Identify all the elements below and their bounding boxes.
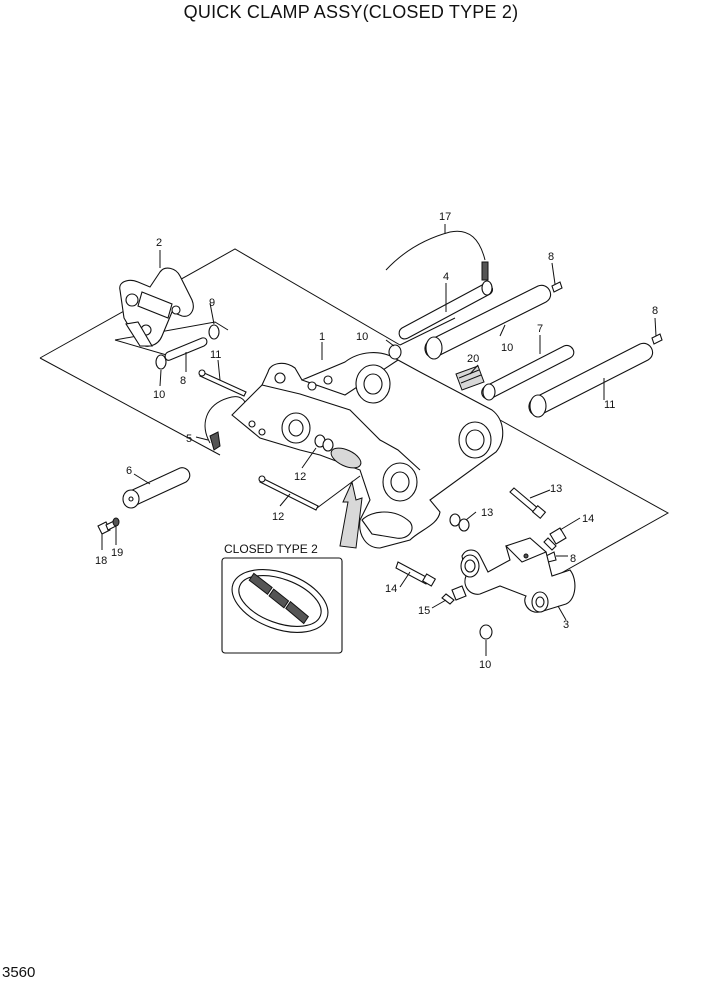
inset-label: CLOSED TYPE 2 (224, 542, 318, 556)
callout-19: 19 (111, 547, 123, 559)
part-14-fitting-a (509, 487, 547, 520)
callout-10-b: 10 (153, 389, 165, 401)
o-ring-10-b (155, 354, 167, 370)
callout-5: 5 (186, 433, 192, 445)
callout-9: 8 (180, 375, 186, 387)
part-12-pin-upper (198, 369, 247, 397)
part-5-clip (209, 431, 221, 451)
callout-15-a: 14 (582, 513, 594, 525)
page-title: QUICK CLAMP ASSY(CLOSED TYPE 2) (183, 2, 519, 22)
callout-18: 18 (95, 555, 107, 567)
callout-14-a: 13 (550, 483, 562, 495)
callout-1: 1 (319, 331, 325, 343)
callout-2: 2 (156, 237, 162, 249)
callout-11-b: 11 (604, 399, 615, 411)
callout-11-a: 10 (501, 342, 513, 354)
callout-10-c: 10 (356, 331, 368, 343)
callout-14-b: 14 (385, 583, 397, 595)
callout-3: 3 (563, 619, 569, 631)
part-2-bracket (119, 267, 194, 347)
callout-8-b: 8 (652, 305, 658, 317)
part-20-label-plate (455, 365, 485, 391)
callout-6: 6 (126, 465, 132, 477)
part-19-washer (112, 517, 120, 527)
part-6-pin (122, 467, 191, 509)
detail-arrow (339, 480, 363, 549)
callout-12-b: 12 (272, 511, 284, 523)
part-15-elbow-b (441, 585, 467, 605)
callout-8-c: 8 (570, 553, 576, 565)
part-13-nuts-a (314, 434, 334, 452)
callout-10-a: 9 (209, 297, 215, 309)
part-3-cylinder (460, 537, 576, 613)
part-17-tag (481, 261, 489, 281)
callout-13-a: 12 (294, 471, 306, 483)
leader-lines (101, 224, 657, 656)
part-8-grease-nipple-a (551, 281, 563, 293)
part-11-cylinder-lower (528, 342, 654, 418)
part-15-elbow-a (543, 527, 567, 551)
callout-20: 20 (467, 353, 479, 365)
part-8-grease-nipple-b (651, 333, 663, 345)
callout-4: 4 (443, 271, 449, 283)
part-13-nuts-b (449, 513, 470, 532)
assembly-reference-lines (39, 230, 670, 586)
closed-type-2-inset: CLOSED TYPE 2 (221, 542, 343, 654)
callout-17: 17 (439, 211, 451, 223)
o-ring-10-d (479, 624, 493, 640)
part-14-fitting-b (395, 561, 437, 587)
callout-12-a: 11 (210, 349, 221, 361)
callout-15-b: 15 (418, 605, 430, 617)
o-ring-10-a (208, 324, 220, 340)
part-11-cylinder-upper (424, 284, 552, 360)
callout-10-d: 10 (479, 659, 491, 671)
part-7-rod (481, 344, 575, 401)
part-9-pin (164, 337, 208, 361)
part-1-main-frame (231, 352, 504, 549)
o-ring-10-c (388, 344, 402, 360)
part-18-bolt (97, 520, 117, 535)
part-12-pin-lower (258, 475, 319, 511)
callout-labels: 2 1 17 4 8 8 9 10 20 10 7 11 8 10 5 6 18… (95, 211, 658, 671)
callout-13-b: 13 (481, 507, 493, 519)
demo-logo (248, 572, 310, 625)
page-number: 3560 (2, 964, 36, 981)
callout-8-a: 8 (548, 251, 554, 263)
callout-7: 7 (537, 323, 543, 335)
